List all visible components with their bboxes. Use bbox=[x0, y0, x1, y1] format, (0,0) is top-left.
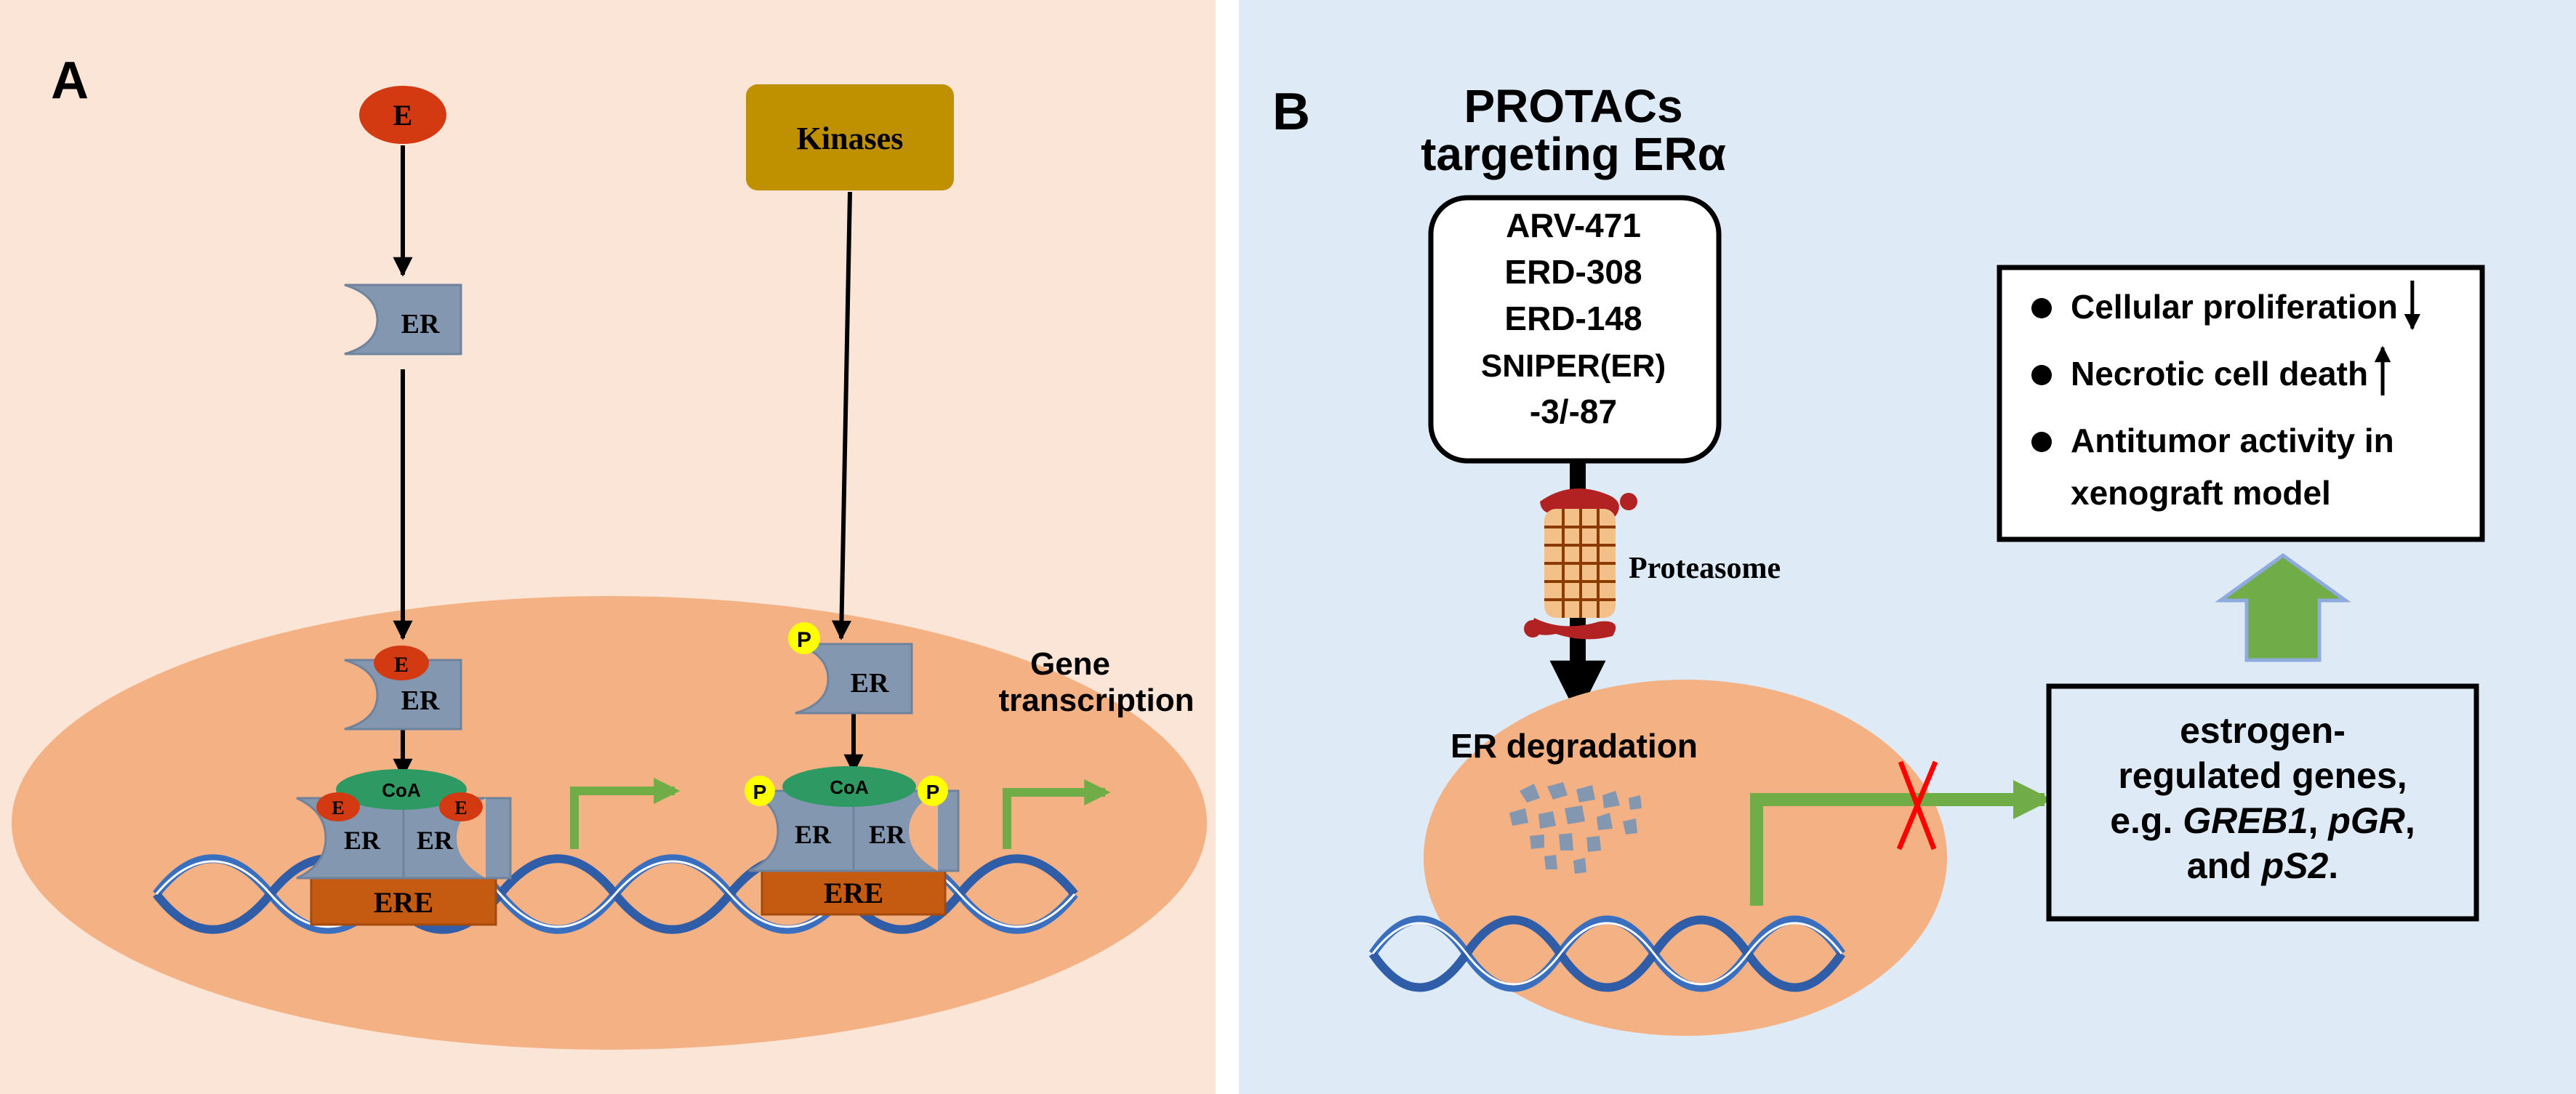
ere-label-right: ERE bbox=[824, 877, 883, 909]
phospho-top-label: P bbox=[797, 628, 811, 652]
estrogen-bound bbox=[374, 645, 429, 680]
protac-item: ERD-308 bbox=[1504, 253, 1642, 291]
effect-item: Necrotic cell death bbox=[2071, 355, 2368, 393]
genes-line3: e.g. GREB1, pGR, bbox=[2110, 800, 2415, 841]
er-label-free: ER bbox=[401, 309, 440, 339]
effect-bullet bbox=[2031, 365, 2052, 385]
upregulation-block-arrow bbox=[2215, 552, 2351, 662]
effects-box bbox=[1997, 265, 2485, 542]
phospho-top bbox=[788, 622, 820, 654]
genes-line1: estrogen- bbox=[2180, 710, 2346, 751]
effect-item: Cellular proliferation bbox=[2071, 288, 2398, 326]
estrogen-dimer-left-b-label: E bbox=[454, 797, 467, 819]
kinases-box bbox=[746, 84, 954, 190]
protacs-box bbox=[1428, 195, 1722, 464]
transcription-arrow-left bbox=[570, 778, 681, 849]
gene-transcription-line2: transcription bbox=[999, 683, 1195, 718]
nucleus-a bbox=[12, 596, 1207, 1050]
genes-box bbox=[2046, 683, 2479, 922]
ere-box-right bbox=[761, 869, 947, 916]
degraded-fragments bbox=[1509, 782, 1642, 874]
proteasome-label: Proteasome bbox=[1629, 552, 1781, 585]
protac-item: ERD-148 bbox=[1504, 299, 1642, 337]
effect-bullet bbox=[2031, 298, 2052, 318]
protac-item: -3/-87 bbox=[1530, 393, 1617, 430]
genes-line4: and pS2. bbox=[2187, 845, 2338, 886]
er-dimer-right-label-a: ER bbox=[795, 820, 832, 849]
kinases-label: Kinases bbox=[797, 121, 904, 156]
gene-transcription-line1: Gene bbox=[1030, 646, 1110, 682]
genes-line2: regulated genes, bbox=[2118, 755, 2407, 796]
estrogen-ellipse bbox=[359, 86, 446, 144]
dna-right bbox=[1369, 915, 1845, 992]
estrogen-dimer-left-b bbox=[439, 792, 483, 821]
estrogen-dimer-left-a-label: E bbox=[332, 797, 344, 819]
er-label-bound: ER bbox=[401, 685, 440, 716]
protac-item: SNIPER(ER) bbox=[1481, 348, 1666, 384]
phospho-dimer-left bbox=[745, 776, 775, 806]
effect-bullet bbox=[2031, 432, 2052, 452]
protac-item: ARV-471 bbox=[1506, 206, 1641, 244]
er-degradation-label: ER degradation bbox=[1450, 727, 1698, 765]
er-label-phospho: ER bbox=[851, 668, 889, 699]
coa-right bbox=[782, 766, 916, 807]
inhibition-x-icon bbox=[1896, 760, 1938, 850]
kinases-to-er-arrow bbox=[831, 191, 852, 640]
phospho-dimer-right bbox=[918, 776, 948, 806]
effect-item: xenograft model bbox=[2071, 474, 2331, 512]
estrogen-bound-label: E bbox=[394, 653, 409, 677]
er-dimer-left-label-a: ER bbox=[344, 826, 381, 855]
blocked-transcription-arrow bbox=[1750, 780, 2053, 906]
protacs-title-line2: targeting ERα bbox=[1421, 128, 1726, 180]
effect-item: Antitumor activity in bbox=[2071, 422, 2394, 459]
estrogen-label: E bbox=[393, 99, 413, 132]
ere-label-left: ERE bbox=[374, 886, 433, 919]
coa-label-right: CoA bbox=[830, 776, 869, 798]
coa-label-left: CoA bbox=[382, 779, 421, 801]
phospho-dimer-left-label: P bbox=[753, 781, 767, 803]
er-dimer-left-label-b: ER bbox=[417, 826, 454, 855]
phospho-dimer-right-label: P bbox=[926, 781, 940, 803]
panel-b-label: B bbox=[1272, 83, 1310, 141]
panel-a-label: A bbox=[51, 52, 89, 110]
coa-left bbox=[336, 769, 467, 810]
estrogen-dimer-left-a bbox=[316, 792, 360, 821]
protacs-title-line1: PROTACs bbox=[1464, 80, 1682, 132]
proteasome-icon bbox=[1524, 488, 1637, 640]
er-dimer-right-label-b: ER bbox=[869, 820, 906, 849]
transcription-arrow-right bbox=[1003, 779, 1111, 849]
